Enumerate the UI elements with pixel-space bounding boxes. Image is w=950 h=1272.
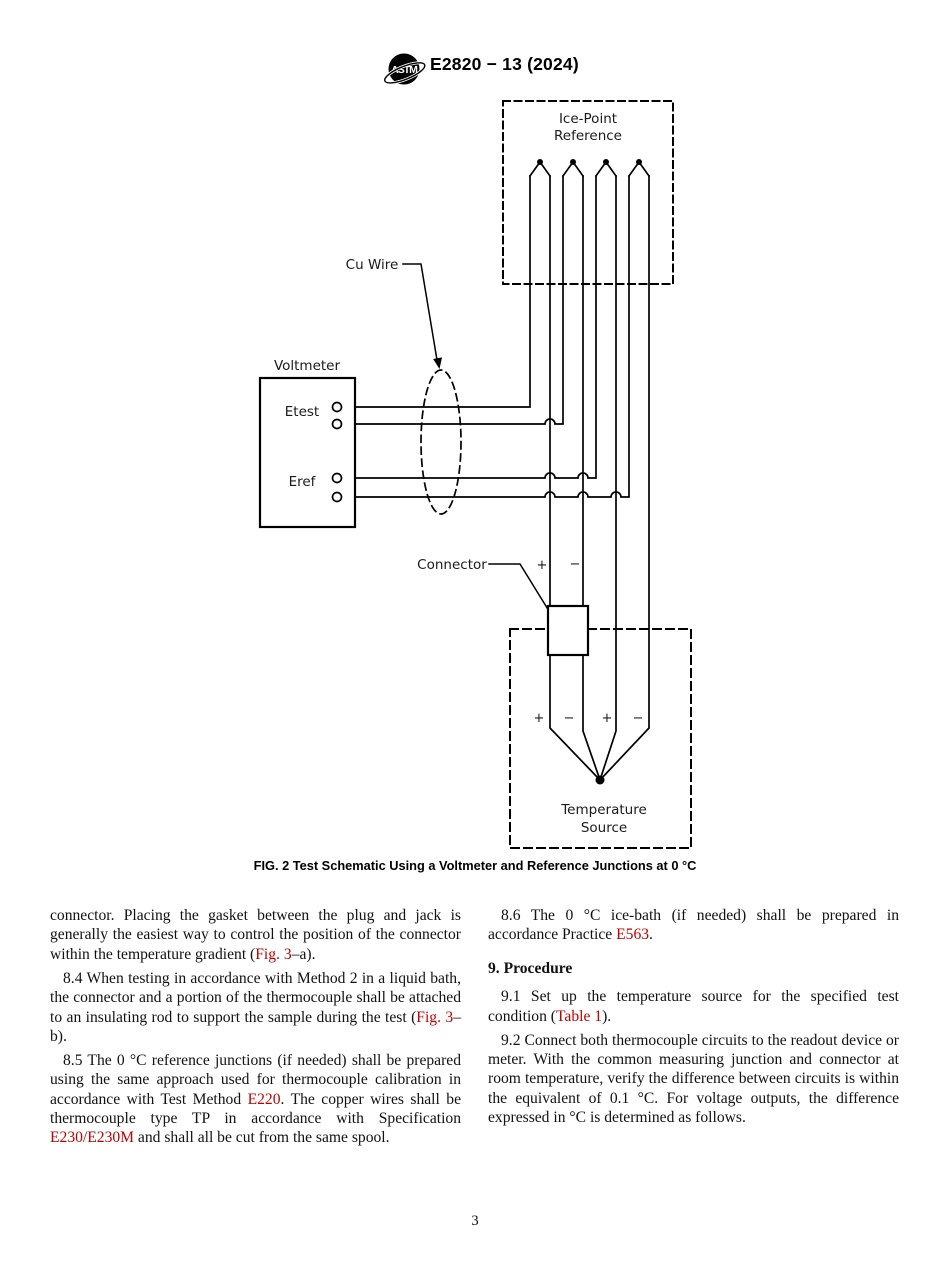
test-tc-plus-sign: + — [534, 711, 545, 726]
doc-link[interactable]: E220 — [247, 1090, 281, 1108]
text-run: 8.4 When testing in accordance with Meth… — [50, 969, 461, 1026]
page-header: ASTM E2820 − 13 (2024) — [0, 46, 950, 94]
temperature-source-box — [509, 628, 692, 849]
wire-test-tc-positive-lower — [549, 654, 602, 782]
wire-test-tc-negative-lower — [582, 654, 602, 782]
wire-eref-negative — [340, 175, 630, 498]
text-run: 9.1 Set up the temperature source for th… — [488, 988, 899, 1025]
voltmeter-terminal-eref-neg — [331, 491, 343, 503]
voltmeter-box — [258, 376, 357, 529]
paragraph: 8.5 The 0 °C reference junctions (if nee… — [50, 1051, 461, 1148]
voltmeter-terminal-eref-pos — [331, 472, 343, 484]
voltmeter-terminal-etest-neg — [331, 418, 343, 430]
connector-box — [546, 604, 590, 657]
wire-eref-positive — [340, 175, 597, 479]
text-run: ). — [602, 1007, 612, 1025]
cu-wire-label: Cu Wire — [346, 257, 399, 273]
document-title: E2820 − 13 (2024) — [430, 54, 579, 74]
cu-wire-arrowhead-icon — [433, 357, 443, 369]
text-run: 9. Procedure — [488, 959, 573, 977]
text-run: . — [649, 926, 653, 944]
wire-ref-tc-negative — [598, 175, 650, 782]
paragraph: 9.2 Connect both thermocouple circuits t… — [488, 1031, 899, 1128]
text-run: 8.6 The 0 °C ice-bath (if needed) shall … — [488, 907, 899, 944]
connector-label: Connector — [417, 557, 487, 573]
connector-minus-sign: − — [570, 557, 581, 572]
right-column: 8.6 The 0 °C ice-bath (if needed) shall … — [488, 906, 899, 1152]
ice-point-reference-box — [502, 100, 674, 285]
doc-link[interactable]: Fig. 3 — [255, 945, 292, 963]
doc-link[interactable]: Table 1 — [556, 1007, 603, 1025]
doc-link[interactable]: E563 — [616, 926, 650, 944]
text-run: connector. Placing the gasket between th… — [50, 907, 461, 963]
voltmeter-terminal-etest-pos — [331, 401, 343, 413]
etest-label: Etest — [285, 404, 319, 420]
figure-caption: FIG. 2 Test Schematic Using a Voltmeter … — [253, 858, 697, 873]
ice-point-label-line2: Reference — [554, 128, 622, 144]
temperature-source-label-line2: Source — [581, 820, 627, 836]
page-number: 3 — [471, 1213, 479, 1229]
connector-plus-sign: + — [537, 558, 548, 573]
wire-ref-tc-positive — [598, 175, 617, 782]
wire-etest-positive — [340, 175, 531, 408]
paragraph: 8.6 The 0 °C ice-bath (if needed) shall … — [488, 906, 899, 945]
text-run: and shall all be cut from the same spool… — [134, 1129, 390, 1147]
text-run: . The copper wires shall be thermocouple… — [50, 1090, 461, 1128]
figure-2-schematic: Ice-Point Reference Cu Wire Voltmeter Et… — [258, 100, 692, 849]
left-column: connector. Placing the gasket between th… — [50, 906, 461, 1152]
ref-tc-minus-sign: − — [633, 711, 644, 726]
cu-wire-pointer-line — [402, 263, 438, 361]
measuring-junction-dot — [595, 775, 605, 785]
ice-point-label-line1: Ice-Point — [559, 111, 617, 127]
text-run: –a). — [291, 945, 316, 963]
connector-pointer-line — [488, 563, 551, 613]
text-run: 8.5 The 0 °C reference junctions (if nee… — [50, 1051, 461, 1108]
junction-dot-4 — [636, 159, 642, 165]
ref-tc-plus-sign: + — [602, 711, 613, 726]
test-tc-minus-sign: − — [564, 711, 575, 726]
section-heading: 9. Procedure — [488, 959, 899, 978]
astm-logo-text: ASTM — [391, 64, 418, 76]
paragraph: connector. Placing the gasket between th… — [50, 906, 461, 964]
doc-link[interactable]: E230/E230M — [50, 1129, 135, 1147]
temperature-source-label-line1: Temperature — [560, 802, 647, 818]
astm-orbit-ring — [383, 61, 427, 85]
text-run: 9.2 Connect both thermocouple circuits t… — [488, 1031, 899, 1127]
doc-link[interactable]: Fig. 3 — [416, 1008, 454, 1026]
paragraph: 8.4 When testing in accordance with Meth… — [50, 969, 461, 1047]
eref-label: Eref — [289, 474, 317, 490]
body-text: connector. Placing the gasket between th… — [50, 906, 900, 1152]
cu-wire-region-ellipse — [420, 369, 462, 515]
paragraph: 9.1 Set up the temperature source for th… — [488, 987, 899, 1026]
voltmeter-label: Voltmeter — [274, 358, 341, 374]
junction-dot-3 — [603, 159, 609, 165]
junction-dot-2 — [570, 159, 576, 165]
text-run: –b). — [50, 1008, 461, 1045]
astm-logo-icon: ASTM — [383, 53, 427, 85]
junction-dot-1 — [537, 159, 543, 165]
wire-etest-negative — [340, 175, 564, 425]
